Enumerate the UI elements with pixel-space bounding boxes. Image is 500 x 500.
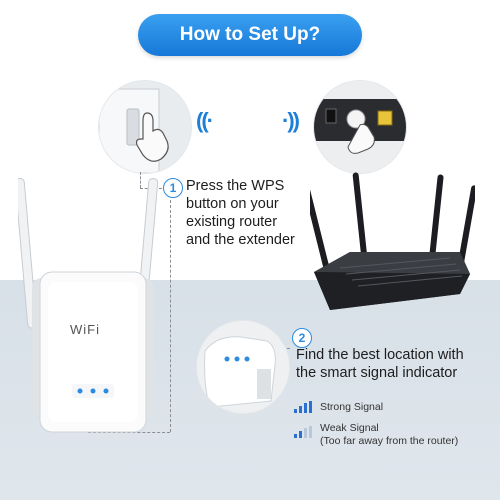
- strong-signal-icon: [294, 401, 312, 413]
- wifi-signal-icon: ·)): [282, 108, 300, 133]
- extender-illustration: [18, 178, 159, 433]
- connector-line: [170, 200, 171, 432]
- extender-wifi-label: WiFi: [70, 322, 100, 337]
- step-1-line: existing router: [186, 214, 278, 230]
- step-2-line: the smart signal indicator: [296, 365, 458, 381]
- page-title: How to Set Up?: [179, 24, 321, 45]
- indicator-illustration: [197, 321, 289, 413]
- strong-signal-label: Strong Signal: [320, 401, 384, 413]
- router-illustration: [310, 172, 475, 310]
- step-1-line: button on your: [186, 196, 279, 212]
- weak-signal-label: Weak Signal (Too far away from the route…: [320, 422, 458, 448]
- step-2-badge: 2: [292, 328, 312, 348]
- step-1-text: Press the WPS button on your existing ro…: [186, 177, 316, 249]
- extender-wps-closeup: [98, 80, 192, 174]
- step-2-line: Find the best location with: [296, 347, 464, 363]
- title-pill: How to Set Up?: [138, 14, 362, 56]
- wifi-text: WiFi: [70, 322, 100, 337]
- step-1-number: 1: [169, 181, 177, 195]
- indicator-closeup: [196, 320, 290, 414]
- step-1-line: Press the WPS: [186, 178, 285, 194]
- step-2-number: 2: [298, 331, 306, 345]
- router-wps-closeup: [313, 80, 407, 174]
- step-2-text: Find the best location with the smart si…: [296, 346, 496, 382]
- step-1-line: and the extender: [186, 232, 295, 248]
- wifi-signal-icon: ((·: [196, 108, 214, 133]
- extender-wps-illustration: [99, 81, 191, 173]
- weak-signal-icon: [294, 426, 312, 438]
- connector-line: [140, 172, 141, 188]
- router-port-illustration: [314, 81, 406, 173]
- weak-signal-line: Weak Signal: [320, 422, 379, 434]
- step-1-badge: 1: [163, 178, 183, 198]
- weak-signal-note: (Too far away from the router): [320, 435, 459, 447]
